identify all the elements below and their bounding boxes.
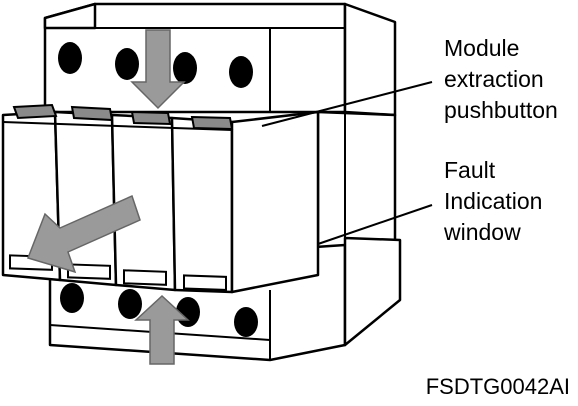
terminal-hole (60, 283, 84, 313)
window-leader-line (317, 204, 433, 245)
terminal-hole (115, 48, 139, 80)
figure-code: FSDTG0042AI (426, 374, 570, 399)
leader-lines (261, 81, 433, 245)
module-side (230, 110, 320, 294)
extraction-pushbutton (190, 115, 234, 131)
pull-out-arrow-icon (27, 194, 141, 274)
fault-indication-window (67, 263, 111, 280)
bottom-terminal-holes (60, 283, 258, 337)
terminal-hole (173, 52, 197, 84)
terminal-hole (234, 307, 258, 337)
fault-indication-window (183, 274, 227, 291)
top-terminal-block (43, 2, 397, 117)
terminal-hole (229, 56, 253, 88)
extraction-pushbutton (130, 110, 172, 126)
base-right-side (316, 110, 397, 252)
direction-arrows (27, 29, 190, 365)
down-arrow-icon (130, 29, 186, 110)
window-callout: Fault Indication window (443, 157, 549, 245)
up-arrow-icon (134, 294, 190, 365)
module-extraction-pushbuttons (12, 103, 234, 131)
fault-indication-window (123, 269, 167, 286)
terminal-hole (58, 42, 82, 74)
extraction-pushbutton (70, 105, 114, 122)
pushbutton-callout: Module extraction pushbutton (444, 35, 558, 123)
pushbutton-leader-line (261, 81, 433, 127)
terminal-hole (118, 289, 142, 319)
extraction-pushbutton (12, 103, 58, 120)
top-terminal-holes (58, 42, 253, 88)
module-4 (170, 116, 234, 294)
